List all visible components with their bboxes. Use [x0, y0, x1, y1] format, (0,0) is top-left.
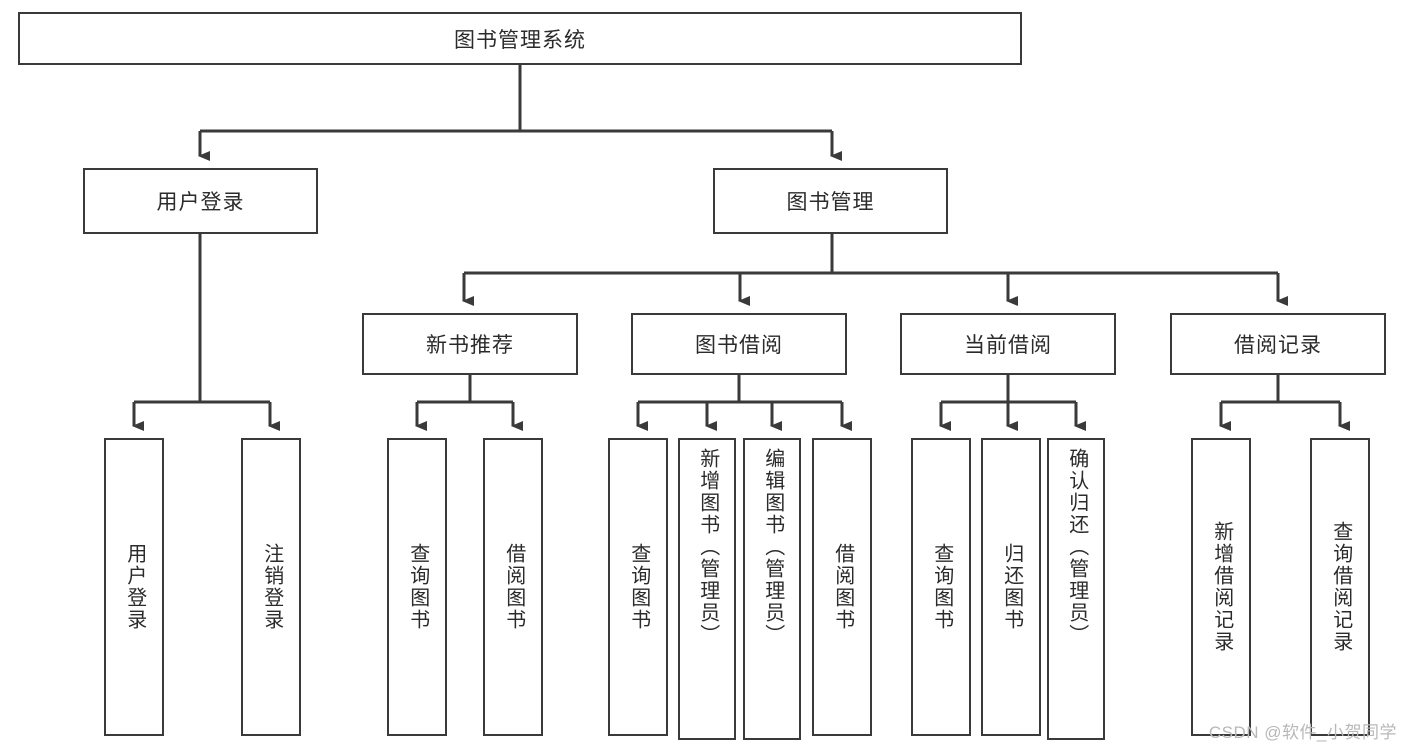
node-book-management-label: 图书管理	[786, 191, 875, 214]
leaf-current-query-book[interactable]: 查询图书	[911, 438, 971, 736]
leaf-label: 新增图书（管理员）	[696, 448, 719, 646]
leaf-borrow-query-book[interactable]: 查询图书	[608, 438, 668, 736]
leaf-label: 借阅图书	[831, 543, 854, 631]
leaf-label: 查询借阅记录	[1329, 521, 1352, 653]
node-root[interactable]: 图书管理系统	[18, 12, 1022, 65]
node-user-login[interactable]: 用户登录	[83, 168, 318, 234]
node-root-label: 图书管理系统	[454, 28, 586, 52]
node-book-borrow[interactable]: 图书借阅	[631, 313, 847, 375]
node-new-book-recommend-label: 新书推荐	[426, 334, 514, 357]
node-book-borrow-label: 图书借阅	[695, 334, 783, 357]
node-current-borrow[interactable]: 当前借阅	[900, 313, 1116, 375]
leaf-user-login-login[interactable]: 用户登录	[104, 438, 164, 736]
leaf-label: 查询图书	[627, 543, 650, 631]
leaf-borrow-borrow-book[interactable]: 借阅图书	[812, 438, 872, 736]
leaf-label: 查询图书	[406, 543, 429, 631]
leaf-current-return-book[interactable]: 归还图书	[981, 438, 1041, 736]
leaf-label: 新增借阅记录	[1210, 521, 1233, 653]
leaf-label: 用户登录	[123, 543, 146, 631]
leaf-current-confirm-return-admin[interactable]: 确认归还（管理员）	[1047, 438, 1105, 740]
leaf-record-add-record[interactable]: 新增借阅记录	[1191, 438, 1251, 736]
node-current-borrow-label: 当前借阅	[964, 334, 1052, 357]
node-new-book-recommend[interactable]: 新书推荐	[362, 313, 578, 375]
leaf-label: 归还图书	[1000, 543, 1023, 631]
leaf-label: 确认归还（管理员）	[1065, 448, 1088, 646]
leaf-label: 查询图书	[930, 543, 953, 631]
node-borrow-record-label: 借阅记录	[1234, 334, 1322, 357]
leaf-label: 借阅图书	[502, 543, 525, 631]
leaf-label: 编辑图书（管理员）	[761, 448, 784, 646]
node-user-login-label: 用户登录	[156, 191, 245, 214]
leaf-borrow-add-book-admin[interactable]: 新增图书（管理员）	[678, 438, 736, 740]
leaf-recommend-borrow-book[interactable]: 借阅图书	[483, 438, 543, 736]
leaf-label: 注销登录	[260, 543, 283, 631]
leaf-borrow-edit-book-admin[interactable]: 编辑图书（管理员）	[743, 438, 801, 740]
leaf-recommend-query-book[interactable]: 查询图书	[387, 438, 447, 736]
node-borrow-record[interactable]: 借阅记录	[1170, 313, 1386, 375]
leaf-record-query-record[interactable]: 查询借阅记录	[1310, 438, 1370, 736]
leaf-user-login-logout[interactable]: 注销登录	[241, 438, 301, 736]
node-book-management[interactable]: 图书管理	[713, 168, 948, 234]
